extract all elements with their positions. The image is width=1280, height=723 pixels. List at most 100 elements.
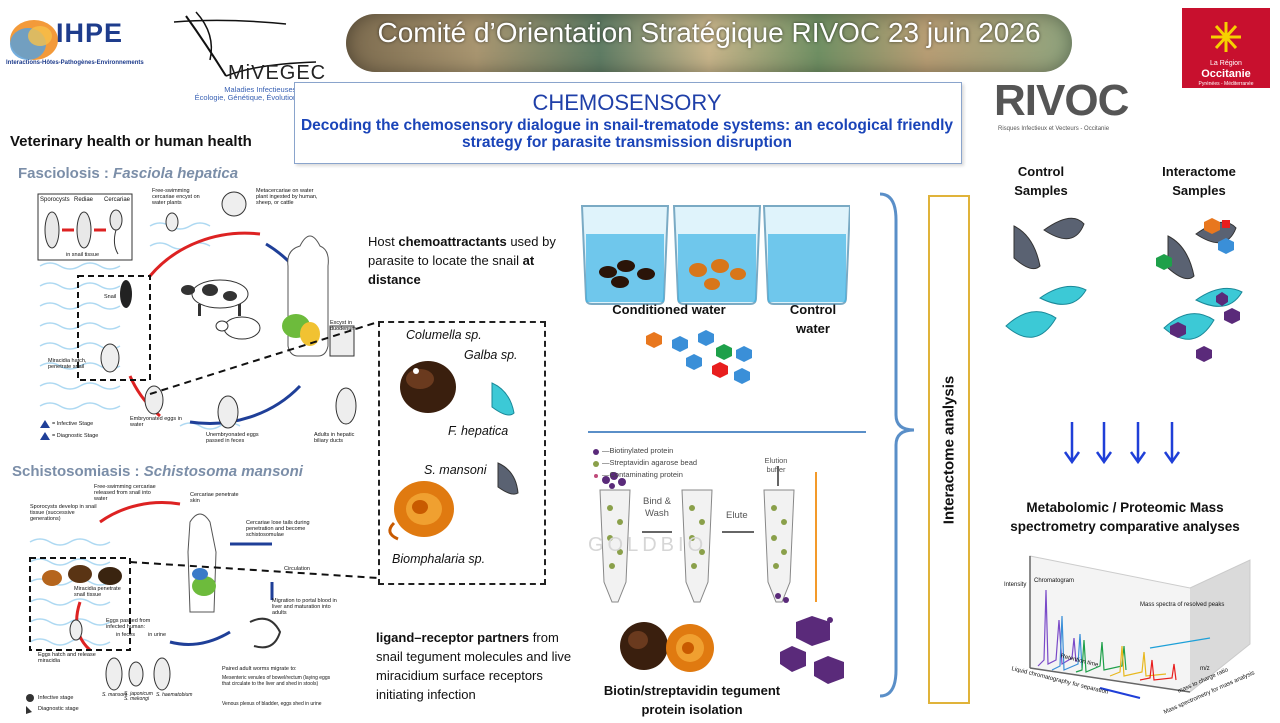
metabolomic-line1: Metabolomic / Proteomic Mass — [1026, 500, 1224, 515]
columella-label: Columella sp. — [406, 328, 482, 342]
ligand-bold: ligand–receptor partners — [376, 630, 530, 645]
metabolomic-line2: spectrometry comparative analyses — [1010, 519, 1240, 534]
schisto-infective-legend: Infective stage — [38, 695, 74, 701]
banner-background — [346, 14, 1072, 72]
fasciola-lifecycle-diagram: Sporocysts Rediae Cercariae in snail tis… — [30, 186, 370, 456]
schisto-species: Schistosoma mansoni — [143, 463, 303, 480]
title-subtitle: Decoding the chemosensory dialogue in sn… — [300, 117, 954, 151]
ms-intensity-label: Intensity — [1004, 582, 1027, 588]
fasciolosis-species: Fasciola hepatica — [113, 165, 239, 182]
occitanie-logo: La Région Occitanie Pyrénées - Méditerra… — [1182, 8, 1270, 88]
elution-buffer-label: Elution buffer — [764, 456, 788, 474]
protein-molecules-illustration — [778, 612, 850, 692]
host-text-2: used by parasite to locate the snail — [368, 234, 556, 268]
occitanie-line3: Pyrénées - Méditerranée — [1198, 81, 1254, 87]
schisto-s-japonicum-label: S. japonicum S. mekongi — [124, 691, 153, 702]
schisto-miracidia-label: Miracidia penetrate snail tissue — [74, 586, 121, 598]
f-hepatica-label: F. hepatica — [448, 424, 509, 438]
fasc-sporocysts-label: Sporocysts — [40, 197, 70, 203]
legend-streptavidin: —Streptavidin agarose bead — [602, 458, 698, 467]
fasc-unembryonated-label: Unembryonated eggs passed in feces — [206, 432, 259, 444]
fasc-free-swimming-label: Free-swimming cercariae encyst on water … — [152, 188, 200, 206]
goldbio-watermark: GOLDBIO — [588, 534, 708, 556]
schistosoma-lifecycle-diagram: Free-swimming cercariae released from sn… — [10, 482, 340, 718]
fasc-adults-label: Adults in hepatic biliary ducts — [314, 432, 355, 444]
schisto-in-urine-label: in urine — [148, 632, 167, 638]
ligand-receptor-text: ligand–receptor partners from snail tegu… — [376, 628, 582, 704]
fasc-excyst-label: Excyst in duodenum — [330, 320, 356, 332]
fasc-miracidia-label: Miracidia hatch, penetrate snail — [48, 358, 87, 370]
biotin-caption-line1: Biotin/streptavidin tegument — [603, 683, 781, 698]
mivegec-caption: Maladies Infectieuses et Vecteurs Écolog… — [186, 86, 336, 102]
schisto-mesenteric-label: Mesenteric venules of bowel/rectum (layi… — [222, 675, 331, 687]
host-text-bold: chemoattractants — [398, 234, 507, 249]
interactome-samples-header: Interactome Samples — [1146, 162, 1252, 200]
control-water-line2: water — [796, 321, 830, 336]
beakers-illustration — [580, 194, 852, 314]
interactome-analysis-label-wrap: Interactome analysis — [928, 195, 970, 704]
mivegec-caption-1: Maladies Infectieuses et Vecteurs — [224, 85, 336, 94]
schisto-heading: Schistosomiasis : Schistosoma mansoni — [12, 463, 303, 480]
interactome-analysis-box — [928, 195, 970, 704]
ihpe-caption: Interactions-Hôtes-Pathogènes-Environnem… — [6, 60, 144, 66]
ihpe-logo — [6, 14, 154, 72]
mivegec-logo — [166, 4, 338, 112]
veterinary-label: Veterinary health or human health — [10, 133, 252, 150]
banner-title: Comité d’Orientation Stratégique RIVOC 2… — [377, 17, 1041, 48]
ligand-text: from snail tegument molecules and live m… — [376, 630, 572, 702]
interactome-samples-line1: Interactome — [1162, 164, 1236, 179]
schisto-eggs-passed-label: Eggs passed from infected human: — [106, 618, 151, 630]
elute-label: Elute — [726, 510, 748, 521]
legend-biotinylated: —Biotinylated protein — [602, 446, 674, 455]
molecule-cluster — [640, 326, 770, 388]
ms-mass-spectra-label: Mass spectra of resolved peaks — [1140, 602, 1225, 608]
s-mansoni-label: S. mansoni — [424, 463, 487, 477]
metabolomic-header: Metabolomic / Proteomic Mass spectrometr… — [984, 498, 1266, 536]
interactome-analysis-label: Interactome analysis — [940, 375, 958, 524]
galba-label: Galba sp. — [464, 348, 518, 362]
fasc-diagnostic-legend: = Diagnostic Stage — [52, 433, 99, 439]
schisto-eggs-hatch-label: Eggs hatch and release miracidia — [38, 652, 96, 664]
ms-mz-label: m/z — [1200, 666, 1210, 672]
host-text-1: Host — [368, 234, 399, 249]
biotin-procedure-illustration: —Biotinylated protein —Streptavidin agar… — [582, 442, 846, 614]
host-chemoattractants-text: Host chemoattractants used by parasite t… — [368, 232, 564, 289]
schisto-s-haematobium-label: S. haematobium — [156, 692, 193, 698]
schisto-sporocysts-label: Sporocysts develop in snail tissue (succ… — [30, 504, 97, 522]
control-samples-line1: Control — [1017, 164, 1065, 179]
biomphalaria-label: Biomphalaria sp. — [392, 552, 486, 566]
biotin-caption-line2: protein isolation — [641, 702, 743, 717]
host-text-bold2: at distance — [368, 253, 535, 287]
mass-spec-illustration: Intensity Chromatogram Mass spectra of r… — [1000, 548, 1270, 716]
brace-connector — [879, 192, 915, 698]
schisto-s-mansoni-label: S. mansoni — [102, 692, 128, 698]
bind-wash-label: Bind & Wash — [643, 496, 671, 519]
control-water-line1: Control — [789, 302, 837, 317]
schisto-in-feces-label: in feces — [116, 632, 135, 638]
occitanie-line2: Occitanie — [1201, 68, 1251, 80]
fasc-metacercariae-label: Metacercariae on water plant ingested by… — [256, 188, 318, 206]
schisto-cercariae-penetrate-label: Cercariae penetrate skin — [190, 492, 239, 504]
rivoc-logo: RIVOC Risques Infectieux et Vecteurs - O… — [994, 76, 1134, 144]
rivoc-logo-text: RIVOC — [994, 76, 1129, 125]
title-main: CHEMOSENSORY — [532, 90, 722, 115]
fasc-rediae-label: Rediae — [74, 197, 94, 203]
snail-pair-illustration — [618, 612, 722, 678]
legend-contaminating: —Contaminating protein — [602, 470, 683, 479]
schisto-circulation-label: Circulation — [284, 566, 310, 572]
schisto-cercariae-lose-label: Cercariae lose tails during penetration … — [246, 520, 310, 538]
center-divider — [588, 431, 866, 433]
mivegec-logo-text: MiVEGEC — [228, 62, 327, 84]
fasc-in-snail-label: in snail tissue — [66, 252, 100, 258]
mivegec-caption-2: Écologie, Génétique, Évolution et Contrô… — [194, 93, 336, 102]
fasciolosis-prefix: Fasciolosis : — [18, 165, 114, 182]
conditioned-water-label: Conditioned water — [612, 302, 726, 317]
title-box — [294, 82, 962, 164]
schisto-prefix: Schistosomiasis : — [12, 463, 144, 480]
schisto-venous-label: Venous plexus of bladder, eggs shed in u… — [222, 701, 322, 707]
rivoc-caption: Risques Infectieux et Vecteurs - Occitan… — [998, 126, 1110, 132]
control-water-label: Control water — [776, 300, 850, 338]
fasciolosis-heading: Fasciolosis : Fasciola hepatica — [18, 165, 238, 182]
ihpe-logo-text: IHPE — [56, 18, 124, 48]
